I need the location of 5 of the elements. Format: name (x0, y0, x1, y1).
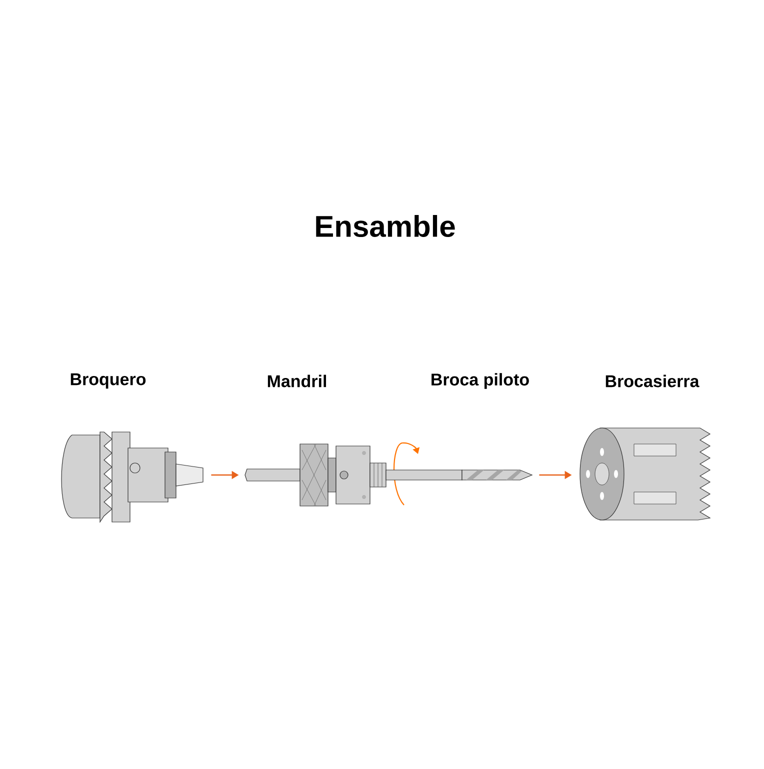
part-heading: Mandril (268, 374, 326, 388)
part-heading: Broca piloto (432, 373, 529, 389)
part-heading: Broquero (70, 373, 146, 389)
part-heading: Brocasierra (606, 374, 700, 388)
title: Ensamble (316, 215, 455, 238)
